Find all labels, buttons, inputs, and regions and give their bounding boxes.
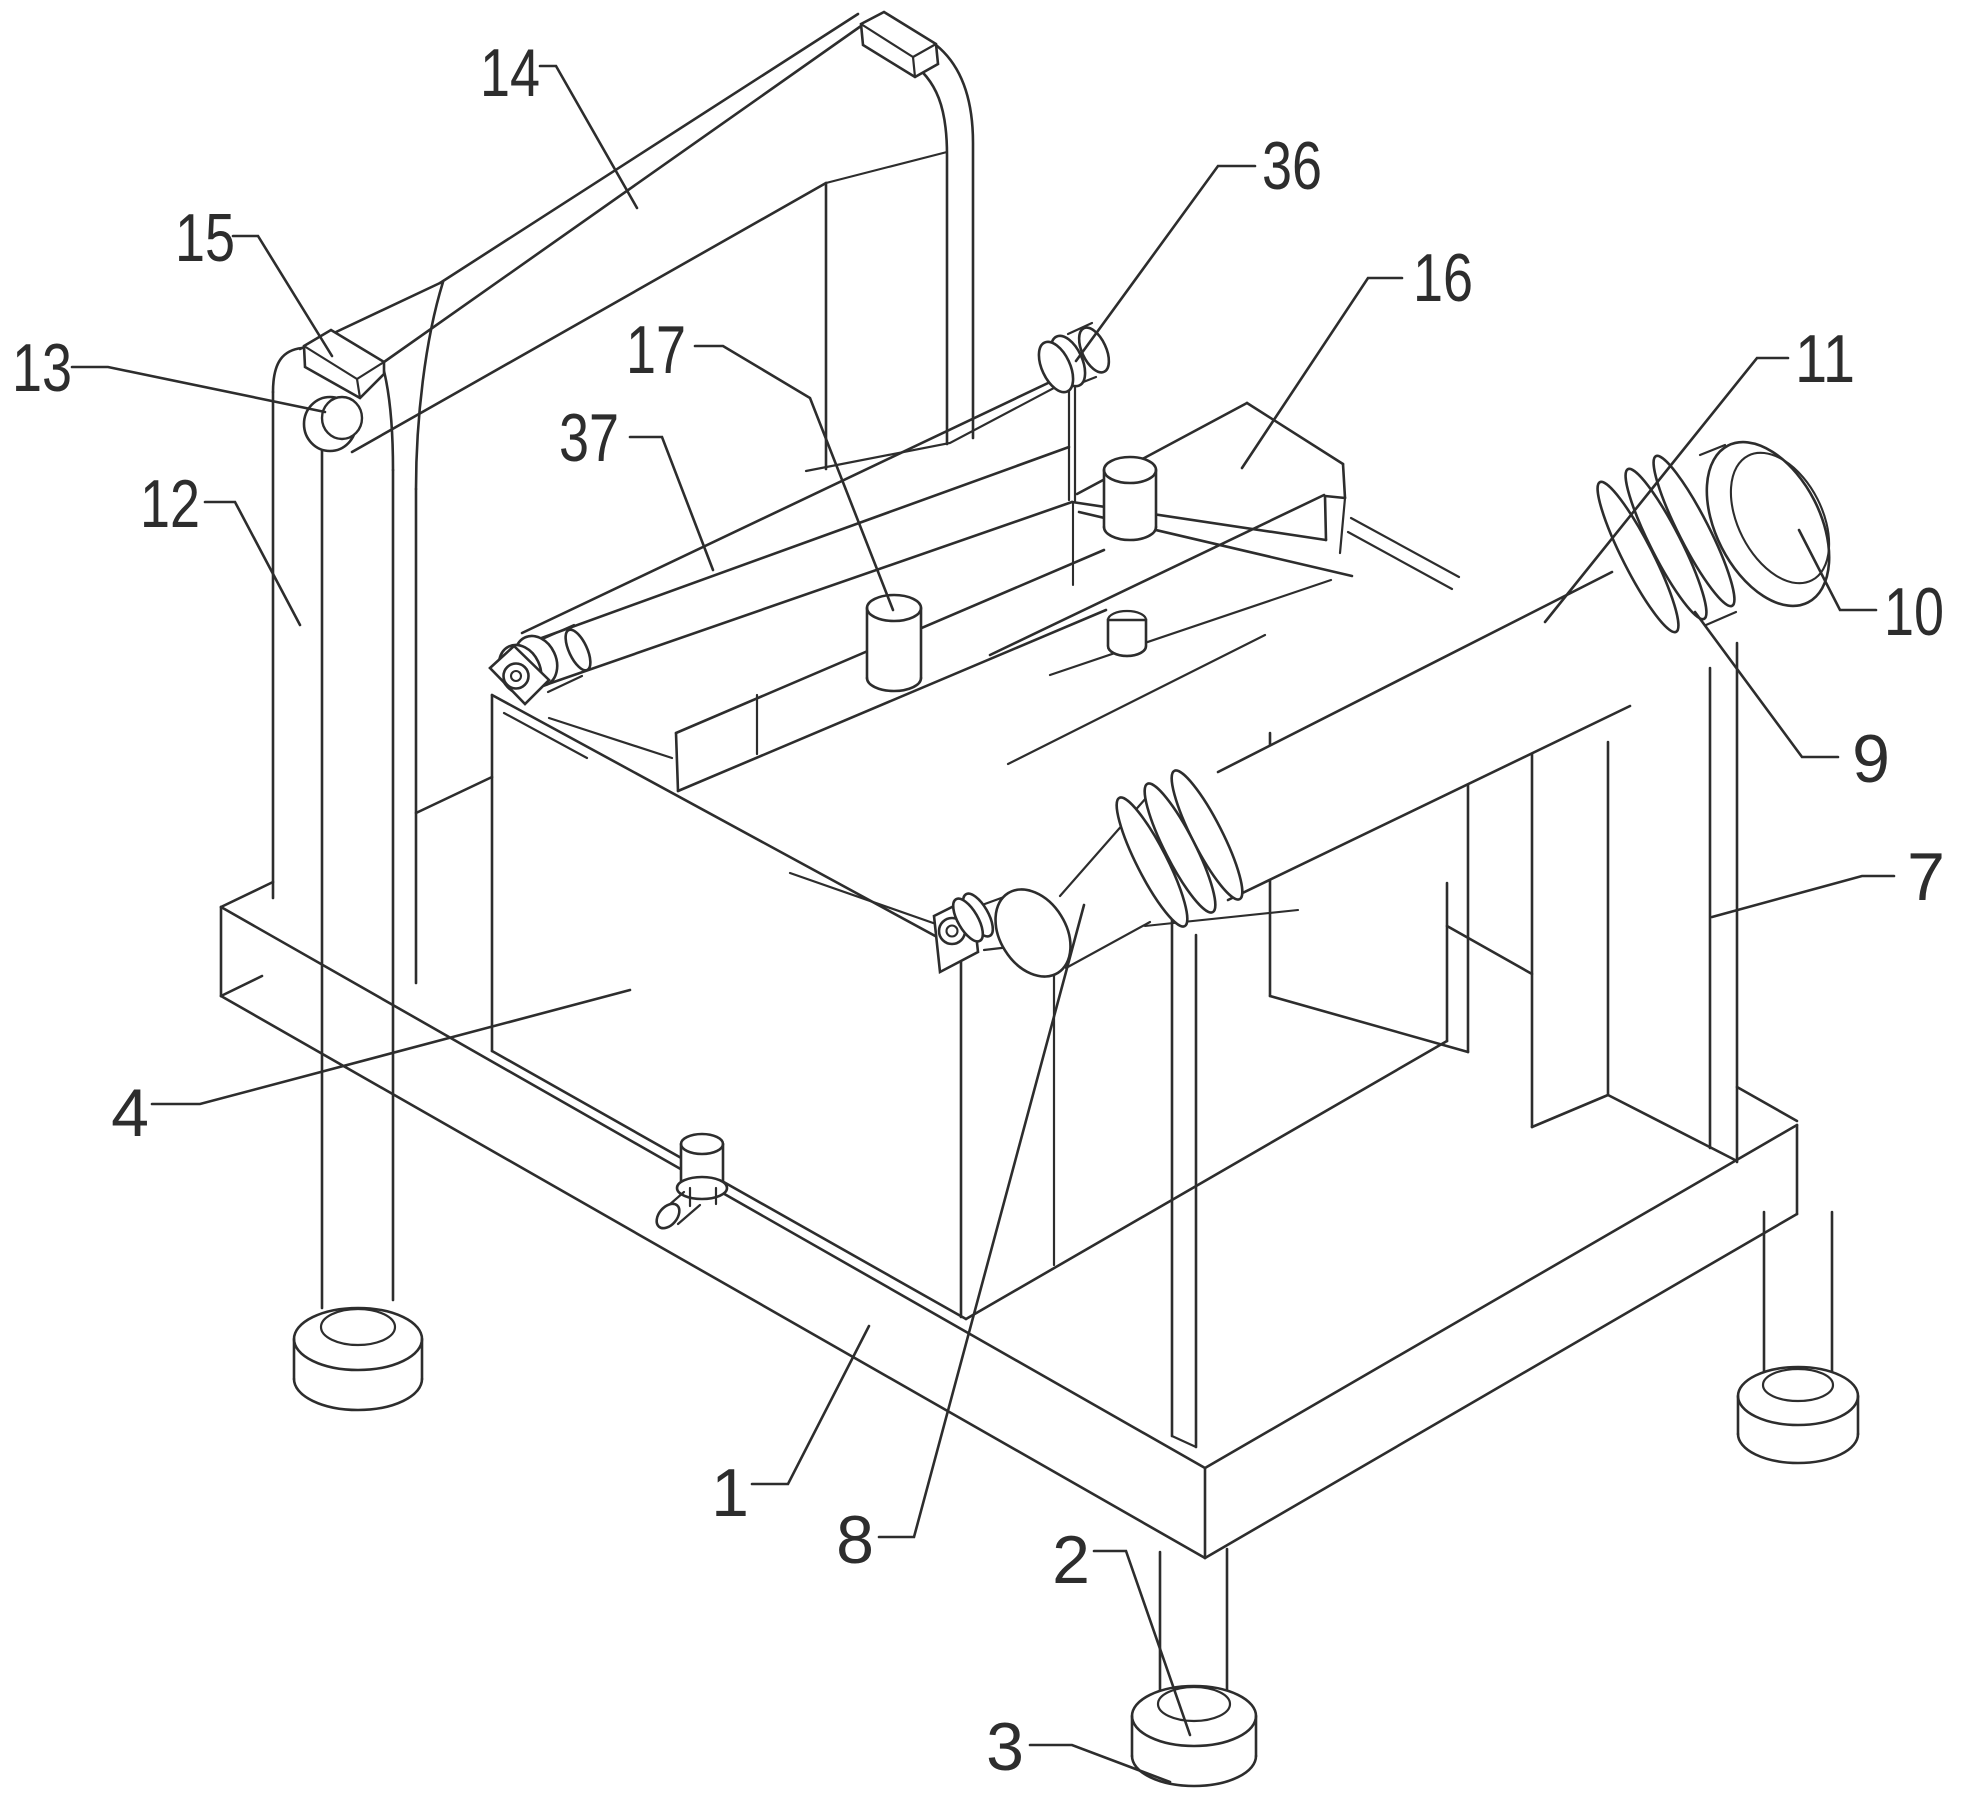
svg-text:17: 17 — [626, 312, 686, 388]
svg-text:7: 7 — [1907, 839, 1945, 915]
svg-text:12: 12 — [140, 466, 200, 542]
svg-text:13: 13 — [12, 330, 72, 406]
svg-text:3: 3 — [986, 1709, 1024, 1785]
svg-text:37: 37 — [559, 400, 619, 476]
svg-text:4: 4 — [111, 1075, 149, 1151]
svg-text:2: 2 — [1052, 1522, 1090, 1598]
svg-text:8: 8 — [836, 1502, 874, 1578]
svg-text:15: 15 — [175, 200, 235, 276]
svg-text:10: 10 — [1884, 574, 1944, 650]
svg-text:14: 14 — [480, 35, 540, 111]
svg-text:36: 36 — [1262, 128, 1322, 204]
svg-text:16: 16 — [1413, 240, 1473, 316]
svg-text:11: 11 — [1795, 321, 1855, 397]
svg-text:1: 1 — [711, 1455, 749, 1531]
svg-text:9: 9 — [1852, 721, 1890, 797]
